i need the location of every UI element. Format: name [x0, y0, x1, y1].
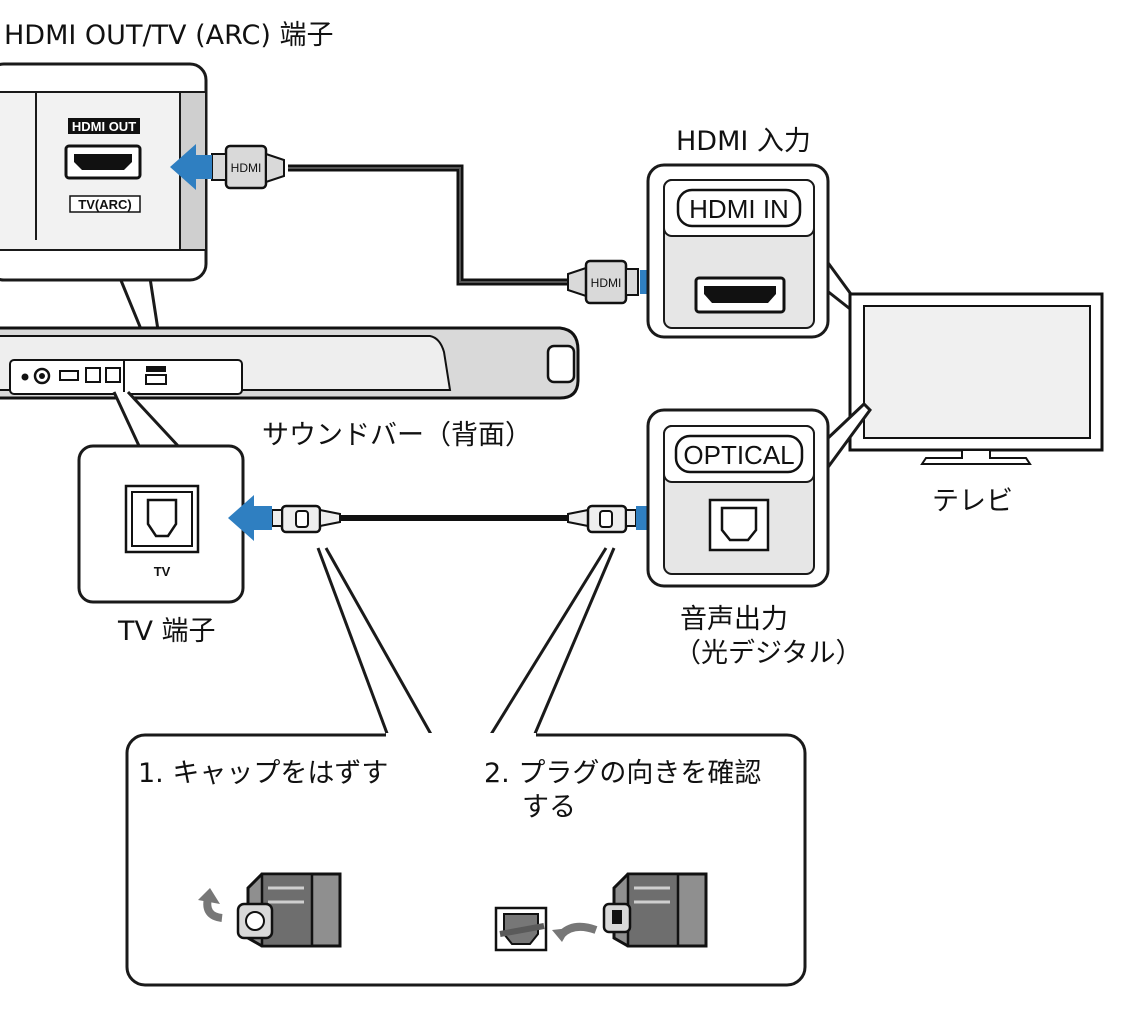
hdmi-out-port-socket	[74, 154, 132, 170]
instruction-box-gap	[386, 733, 536, 739]
label-audio-out-line2: （光デジタル）	[674, 638, 862, 669]
step2-line2: する	[522, 792, 576, 823]
step1-illustration	[198, 872, 342, 948]
optical-plug-tv-tip	[625, 509, 637, 527]
tv-optical-port-socket	[720, 506, 758, 542]
step1-cap-end	[245, 911, 265, 931]
label-tv: テレビ	[932, 486, 1013, 517]
tv-arc-label: TV(ARC)	[78, 197, 131, 212]
tv-arc-label-box	[69, 195, 141, 213]
optical-plug-soundbar-ring	[295, 510, 309, 528]
label-audio-out-line1: 音声出力	[680, 604, 788, 635]
port-screw	[21, 373, 29, 381]
instruction-pointer-right-a	[488, 547, 608, 737]
step2-socket-shading	[499, 923, 545, 937]
hdmi-plug-soundbar-tip	[211, 153, 227, 181]
step1-rotate-arrow-head	[198, 888, 220, 904]
step2-plug-front	[626, 872, 680, 948]
hdmi-out-badge-text: HDMI OUT	[72, 119, 136, 134]
tv-hdmi-port-socket	[704, 286, 776, 303]
soundbar-hdmi-callout: HDMI OUT TV(ARC)	[0, 62, 208, 358]
tv-hdmi-in-callout: HDMI IN	[646, 163, 867, 339]
tv-optical-port	[708, 498, 770, 552]
port-optical-1	[85, 367, 101, 383]
instruction-pointer-fill	[320, 548, 430, 736]
soundbar-side-mount	[546, 344, 576, 384]
label-hdmi-input: HDMI 入力	[676, 126, 811, 157]
optical-plug-tv-ring	[599, 510, 613, 528]
step2-insert-arrow-head	[552, 928, 570, 942]
optical-callout-pointer	[112, 390, 184, 450]
label-hdmi-out-terminal: HDMI OUT/TV (ARC) 端子	[4, 20, 333, 51]
label-tv-terminal: TV 端子	[117, 616, 216, 647]
label-soundbar-rear: サウンドバー（背面）	[262, 420, 532, 451]
step2-illustration	[494, 872, 708, 952]
hdmi-cable-wire	[288, 164, 568, 286]
optical-plug-soundbar-tip	[271, 509, 283, 527]
tv-optical-callout: OPTICAL	[646, 401, 872, 588]
step1-plug-ribs	[268, 886, 304, 904]
hdmi-plug-tv-boot	[567, 266, 587, 298]
optical-port-socket	[146, 498, 178, 538]
port-optical-tv	[105, 367, 121, 383]
soundbar-optical-callout: TV	[77, 390, 245, 604]
port-usb	[59, 370, 79, 381]
tv-optical-badge	[674, 434, 804, 474]
hdmi-plug-tv-tip	[625, 268, 639, 296]
tv-hdmi-badge	[676, 188, 802, 228]
tv-hdmi-badge-text: HDMI IN	[689, 194, 789, 224]
optical-cable	[271, 504, 637, 534]
step2-line1: 2. プラグの向きを確認	[484, 758, 761, 789]
arrow-optical-into-soundbar	[228, 495, 272, 541]
step2-plug-tip-key	[612, 910, 622, 924]
instruction-pointer-left-a	[316, 547, 390, 737]
tv-optical-badge-text: OPTICAL	[683, 440, 794, 470]
hdmi-out-badge	[68, 118, 140, 134]
tv-stand	[920, 449, 1032, 465]
tv-optical-callout-pointer	[824, 401, 872, 471]
instruction-pointer-left-b	[324, 547, 434, 737]
soundbar-rear	[0, 326, 580, 400]
port-hdmi	[145, 374, 167, 385]
television	[848, 292, 1104, 465]
hdmi-cable: HDMI HDMI	[211, 144, 639, 305]
arrow-hdmi-into-soundbar	[170, 144, 212, 190]
hdmi-cable-wire-highlight	[288, 167, 568, 283]
port-power-center	[39, 373, 45, 379]
hdmi-plug-soundbar-boot	[265, 152, 285, 184]
optical-plug-tv-boot	[567, 508, 589, 528]
optical-port-label: TV	[154, 564, 171, 579]
instruction-pointer-right-b	[532, 547, 616, 737]
port-hdmi-badge	[146, 366, 166, 372]
step2-plug-ribs	[634, 886, 670, 904]
hdmi-plug-soundbar-text: HDMI	[231, 161, 262, 175]
hdmi-plug-tv-text: HDMI	[591, 276, 622, 290]
tv-screen	[863, 305, 1091, 439]
optical-plug-soundbar-boot	[319, 508, 341, 528]
step1-text: 1. キャップをはずす	[138, 758, 388, 789]
